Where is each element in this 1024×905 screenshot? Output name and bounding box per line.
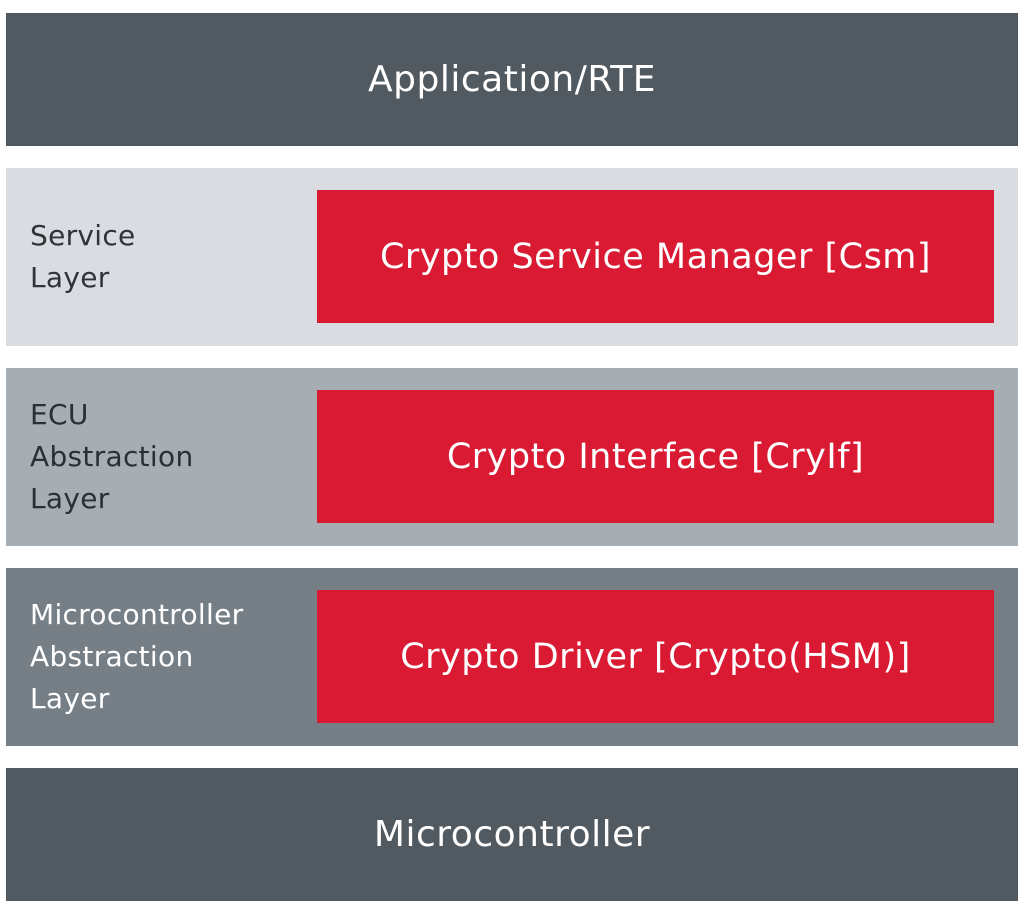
application-rte-label: Application/RTE bbox=[368, 59, 656, 100]
crypto-service-manager-label: Crypto Service Manager [Csm] bbox=[379, 236, 932, 277]
microcontroller-layer: Microcontroller bbox=[6, 768, 1018, 901]
crypto-service-manager-module: Crypto Service Manager [Csm] bbox=[317, 190, 994, 323]
service-layer: Service Layer Crypto Service Manager [Cs… bbox=[6, 168, 1018, 346]
microcontroller-abstraction-layer-label: Microcontroller Abstraction Layer bbox=[30, 594, 300, 720]
ecu-abstraction-layer-label-line: ECU bbox=[30, 398, 89, 431]
service-layer-label-line: Service bbox=[30, 219, 136, 252]
microcontroller-abstraction-layer-label-line: Layer bbox=[30, 682, 110, 715]
microcontroller-abstraction-layer: Microcontroller Abstraction Layer Crypto… bbox=[6, 568, 1018, 746]
crypto-interface-module: Crypto Interface [CryIf] bbox=[317, 390, 994, 523]
ecu-abstraction-layer: ECU Abstraction Layer Crypto Interface [… bbox=[6, 368, 1018, 546]
ecu-abstraction-layer-label-line: Abstraction bbox=[30, 440, 194, 473]
crypto-driver-module: Crypto Driver [Crypto(HSM)] bbox=[317, 590, 994, 723]
ecu-abstraction-layer-label-line: Layer bbox=[30, 482, 110, 515]
application-rte-layer: Application/RTE bbox=[6, 13, 1018, 146]
microcontroller-label: Microcontroller bbox=[373, 814, 651, 855]
microcontroller-abstraction-layer-label-line: Abstraction bbox=[30, 640, 194, 673]
crypto-driver-label: Crypto Driver [Crypto(HSM)] bbox=[400, 636, 911, 677]
crypto-interface-label: Crypto Interface [CryIf] bbox=[446, 436, 865, 477]
service-layer-label-line: Layer bbox=[30, 261, 110, 294]
ecu-abstraction-layer-label: ECU Abstraction Layer bbox=[30, 394, 300, 520]
microcontroller-abstraction-layer-label-line: Microcontroller bbox=[30, 598, 244, 631]
service-layer-label: Service Layer bbox=[30, 215, 300, 299]
